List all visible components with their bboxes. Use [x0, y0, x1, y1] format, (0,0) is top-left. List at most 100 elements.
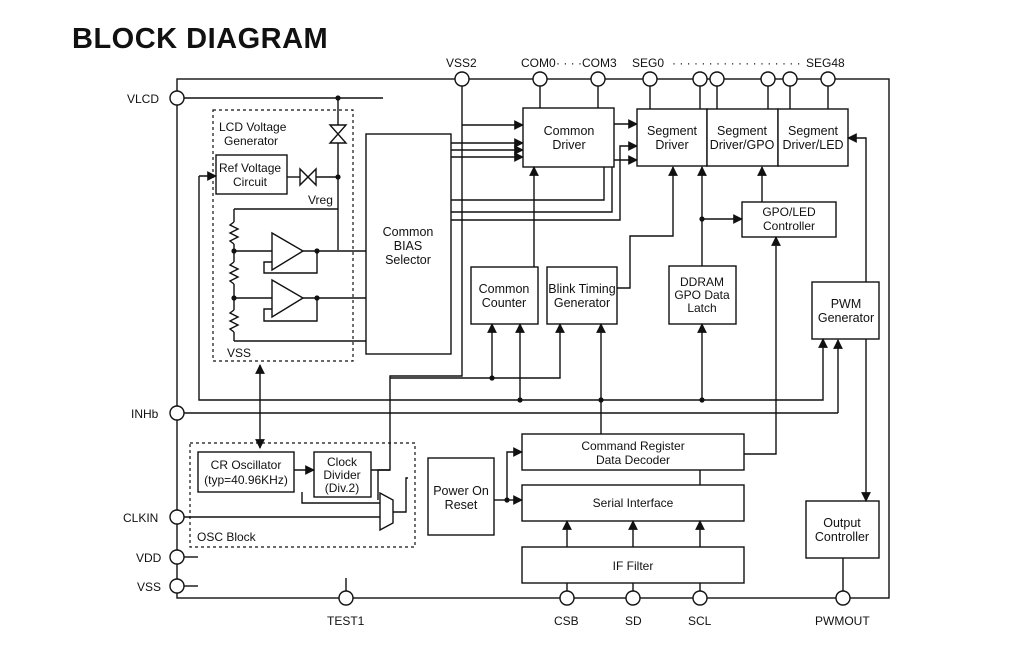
pin-com0 — [532, 71, 548, 87]
lcd-voltage-generator-label-2: Generator — [224, 134, 278, 148]
pin-seg — [760, 71, 776, 87]
lcd-voltage-generator-label-1: LCD Voltage — [219, 120, 287, 134]
pin-vss: VSS — [137, 578, 185, 594]
pin-seg0-label: SEG0 — [632, 56, 664, 70]
pin-seg — [692, 71, 708, 87]
output-controller-block — [805, 500, 880, 559]
pin-vss2-label: VSS2 — [446, 56, 477, 70]
power-on-reset-block — [427, 457, 495, 536]
if-filter-label: IF Filter — [613, 559, 654, 573]
transmission-gate-icon — [299, 167, 317, 187]
pin-seg — [709, 71, 725, 87]
clock-mux-icon — [379, 491, 394, 532]
pin-com0-label: COM0 — [521, 56, 556, 70]
op-amp-icon — [271, 278, 305, 319]
gpo-led-controller-label-2: Controller — [763, 219, 815, 233]
command-register-label-1: Command Register — [581, 439, 684, 453]
pin-scl: SCL — [688, 590, 712, 628]
pin-vss-label: VSS — [137, 580, 161, 594]
pin-scl-label: SCL — [688, 614, 712, 628]
ref-voltage-circuit-label-1: Ref Voltage — [219, 161, 281, 175]
pin-vlcd-label: VLCD — [127, 92, 159, 106]
common-bias-selector-label-3: Selector — [385, 253, 431, 267]
resistor-icon — [228, 309, 240, 333]
segment-driver-label-1: Segment — [647, 124, 698, 138]
lcd-voltage-generator-region — [212, 109, 354, 362]
cr-oscillator-label-2: (typ=40.96KHz) — [204, 473, 288, 487]
ref-voltage-circuit-block — [215, 154, 288, 195]
pin-inhb-label: INHb — [131, 407, 159, 421]
ddram-label-1: DDRAM — [680, 275, 724, 289]
blink-timing-generator-label-2: Generator — [554, 296, 610, 310]
pwm-generator-label-1: PWM — [831, 297, 862, 311]
resistor-icon — [228, 221, 240, 245]
clock-divider-label-1: Clock — [327, 455, 358, 469]
command-register-label-2: Data Decoder — [596, 453, 670, 467]
vreg-label: Vreg — [308, 193, 333, 207]
command-register-block — [521, 433, 745, 471]
cr-oscillator-block — [197, 451, 295, 493]
output-controller-label-1: Output — [823, 516, 861, 530]
pin-seg-dots: · · · · · · · · · · · · · · · · · · — [672, 56, 801, 70]
segment-driver-led-label-2: Driver/LED — [782, 138, 843, 152]
clock-divider-label-2: Divider — [323, 468, 360, 482]
cr-oscillator-label-1: CR Oscillator — [211, 458, 282, 472]
transmission-gate-icon — [328, 124, 348, 144]
ddram-label-2: GPO Data — [674, 288, 730, 302]
common-bias-selector-label-2: BIAS — [394, 239, 423, 253]
osc-block-label: OSC Block — [197, 530, 257, 544]
pin-sd: SD — [625, 590, 642, 628]
pin-test1: TEST1 — [327, 578, 365, 628]
clock-divider-label-3: (Div.2) — [325, 481, 359, 495]
clock-divider-block — [313, 451, 372, 498]
pin-vlcd: VLCD — [127, 90, 185, 106]
pin-seg48-label: SEG48 — [806, 56, 845, 70]
pin-seg48 — [820, 71, 836, 87]
output-controller-label-2: Controller — [815, 530, 869, 544]
pin-seg — [782, 71, 798, 87]
common-counter-label-2: Counter — [482, 296, 526, 310]
segment-driver-gpo-label-2: Driver/GPO — [710, 138, 775, 152]
pin-vss2: VSS2 — [446, 56, 477, 104]
pin-pwmout: PWMOUT — [815, 590, 870, 628]
power-on-reset-label-1: Power On — [433, 484, 489, 498]
pwm-generator-label-2: Generator — [818, 311, 874, 325]
pin-seg0 — [642, 71, 658, 87]
pin-csb-label: CSB — [554, 614, 579, 628]
power-on-reset-label-2: Reset — [445, 498, 478, 512]
pin-csb: CSB — [554, 590, 579, 628]
segment-driver-label-2: Driver — [655, 138, 688, 152]
pin-com-dots: · · · · — [556, 56, 582, 70]
blink-timing-generator-label-1: Blink Timing — [548, 282, 615, 296]
segment-driver-led-label-1: Segment — [788, 124, 839, 138]
segment-driver-gpo-block — [706, 108, 779, 167]
pin-inhb: INHb — [131, 405, 185, 421]
segment-driver-block — [636, 108, 708, 167]
common-driver-label-2: Driver — [552, 138, 585, 152]
segment-driver-gpo-label-1: Segment — [717, 124, 768, 138]
common-driver-label-1: Common — [544, 124, 595, 138]
common-counter-label-1: Common — [479, 282, 530, 296]
common-bias-selector-label-1: Common — [383, 225, 434, 239]
ref-voltage-circuit-label-2: Circuit — [233, 175, 268, 189]
gpo-led-controller-label-1: GPO/LED — [762, 205, 816, 219]
pin-com3-label: COM3 — [582, 56, 617, 70]
common-bias-selector-block — [365, 133, 452, 355]
pin-pwmout-label: PWMOUT — [815, 614, 870, 628]
pin-sd-label: SD — [625, 614, 642, 628]
osc-block-region — [189, 442, 416, 548]
pin-clkin: CLKIN — [123, 509, 185, 525]
common-driver-block — [522, 107, 615, 168]
serial-interface-label: Serial Interface — [593, 496, 674, 510]
pwm-generator-block — [811, 281, 880, 340]
op-amp-icon — [271, 231, 305, 272]
pin-clkin-label: CLKIN — [123, 511, 158, 525]
if-filter-block — [521, 546, 745, 584]
pin-vdd: VDD — [136, 549, 185, 565]
serial-interface-block — [521, 484, 745, 522]
pin-com3 — [590, 71, 606, 87]
common-counter-block — [470, 266, 539, 325]
gpo-led-controller-block — [741, 201, 837, 238]
pin-vdd-label: VDD — [136, 551, 162, 565]
